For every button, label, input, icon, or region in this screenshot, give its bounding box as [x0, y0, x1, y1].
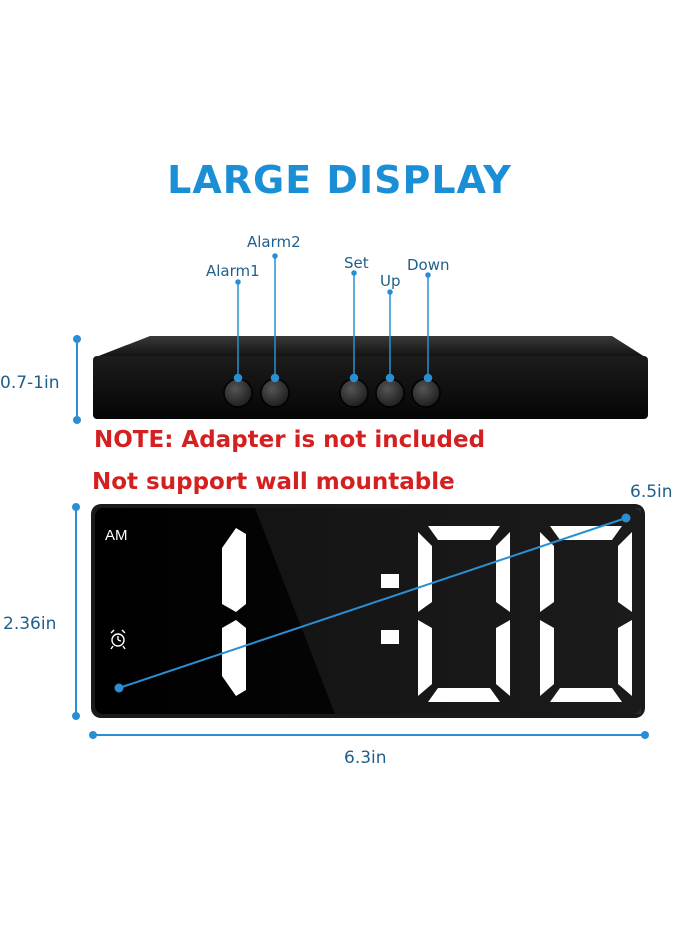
note-adapter: NOTE: Adapter is not included — [94, 427, 486, 453]
digit-0-right — [540, 526, 632, 702]
front-height-dimension — [72, 503, 80, 720]
button-callout-lines — [233, 253, 433, 383]
page-title: LARGE DISPLAY — [167, 158, 512, 202]
diagonal-dimension — [114, 513, 631, 693]
digit-1 — [222, 528, 246, 696]
down-label: Down — [407, 256, 450, 274]
set-label: Set — [344, 254, 369, 272]
side-height-label: 0.7-1in — [0, 373, 60, 393]
side-height-dimension — [73, 335, 81, 424]
width-dimension — [89, 731, 649, 739]
device-top-surface — [96, 336, 645, 357]
digit-0-middle — [418, 526, 510, 702]
am-indicator: AM — [105, 527, 128, 544]
note-wall-mount: Not support wall mountable — [92, 469, 455, 495]
up-label: Up — [380, 272, 401, 290]
alarm1-label: Alarm1 — [206, 262, 260, 280]
alarm2-label: Alarm2 — [247, 233, 301, 251]
colon-bottom-dot — [381, 630, 399, 644]
colon-top-dot — [381, 574, 399, 588]
alarm-clock-icon — [110, 629, 126, 650]
width-label: 6.3in — [344, 748, 387, 768]
front-height-label: 2.36in — [3, 614, 57, 634]
diagonal-label: 6.5in — [630, 482, 673, 502]
